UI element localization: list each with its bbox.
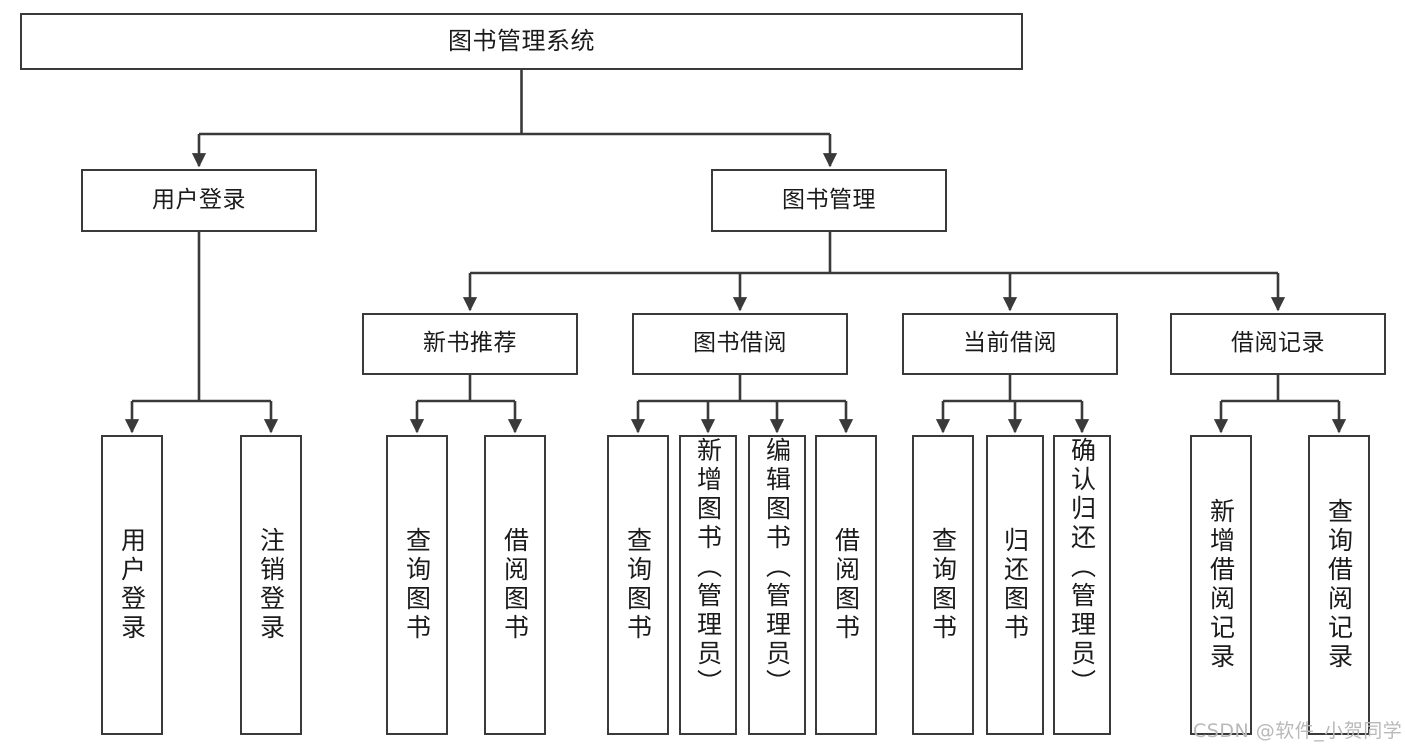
node-book-borrow-label: 图书借阅 [693,330,787,357]
node-current-borrow[interactable]: 当前借阅 [902,313,1118,375]
leaf-user-login[interactable]: 用户登录 [101,435,163,735]
leaf-query-borrow-record[interactable]: 查询借阅记录 [1308,435,1370,735]
leaf-user-logout[interactable]: 注销登录 [240,435,302,735]
node-user-login-label: 用户登录 [152,186,246,213]
leaf-edit-book-admin-label: 编辑图书（管理员） [762,437,792,698]
node-book-management[interactable]: 图书管理 [711,169,947,232]
node-current-borrow-label: 当前借阅 [963,330,1057,357]
node-root-system[interactable]: 图书管理系统 [20,13,1023,70]
leaf-query-book-current[interactable]: 查询图书 [912,435,974,735]
node-user-login[interactable]: 用户登录 [81,169,317,232]
node-book-borrow[interactable]: 图书借阅 [632,313,848,375]
leaf-user-login-label: 用户登录 [117,527,147,643]
leaf-borrow-book-newbooks[interactable]: 借阅图书 [484,435,546,735]
leaf-confirm-return-admin-label: 确认归还（管理员） [1067,437,1097,698]
leaf-lend-book-label: 借阅图书 [831,527,861,643]
leaf-return-book[interactable]: 归还图书 [986,435,1044,735]
leaf-query-borrow-record-label: 查询借阅记录 [1324,498,1354,672]
leaf-user-logout-label: 注销登录 [256,527,286,643]
leaf-query-book-newbooks-label: 查询图书 [402,527,432,643]
leaf-query-book-borrow[interactable]: 查询图书 [607,435,669,735]
node-borrow-records-label: 借阅记录 [1231,330,1325,357]
leaf-return-book-label: 归还图书 [1000,527,1030,643]
leaf-lend-book[interactable]: 借阅图书 [815,435,877,735]
node-root-system-label: 图书管理系统 [448,27,595,56]
csdn-watermark: CSDN @软件_小贺同学 [1193,720,1403,742]
leaf-borrow-book-newbooks-label: 借阅图书 [500,527,530,643]
node-borrow-records[interactable]: 借阅记录 [1170,313,1386,375]
leaf-add-borrow-record-label: 新增借阅记录 [1206,498,1236,672]
leaf-edit-book-admin[interactable]: 编辑图书（管理员） [748,435,806,735]
leaf-query-book-current-label: 查询图书 [928,527,958,643]
leaf-add-borrow-record[interactable]: 新增借阅记录 [1190,435,1252,735]
leaf-confirm-return-admin[interactable]: 确认归还（管理员） [1053,435,1111,735]
leaf-query-book-newbooks[interactable]: 查询图书 [386,435,448,735]
leaf-add-book-admin-label: 新增图书（管理员） [693,437,723,698]
leaf-add-book-admin[interactable]: 新增图书（管理员） [679,435,737,735]
node-new-book-recommend-label: 新书推荐 [423,330,517,357]
node-new-book-recommend[interactable]: 新书推荐 [362,313,578,375]
node-book-management-label: 图书管理 [782,186,876,213]
leaf-query-book-borrow-label: 查询图书 [623,527,653,643]
